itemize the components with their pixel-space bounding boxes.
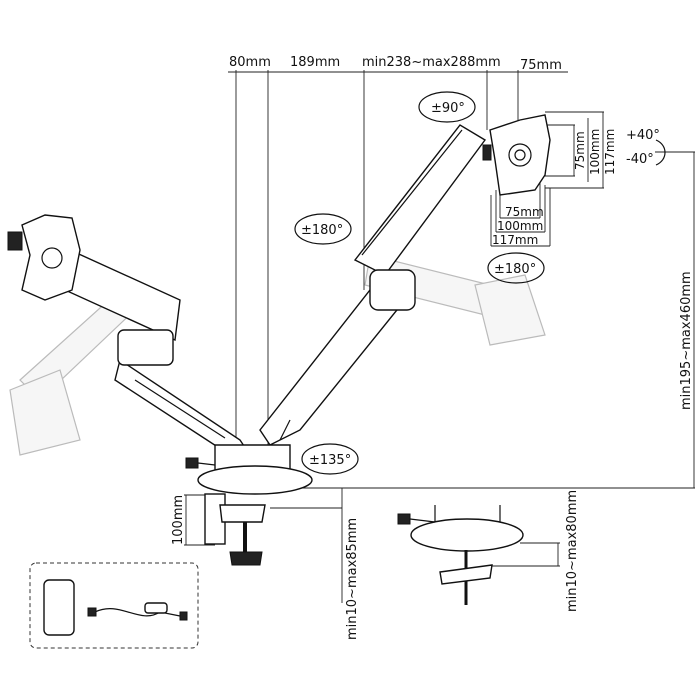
accessories-box	[29, 562, 199, 649]
grommet-desk-thickness: min10~max80mm	[565, 490, 580, 612]
rotation-base: ±135°	[309, 453, 351, 468]
dim-lower-arm: 189mm	[290, 55, 340, 70]
left-monitor-arm	[7, 214, 252, 456]
dimension-lines	[184, 70, 695, 603]
rotation-head: ±90°	[431, 101, 465, 116]
rotation-elbow-left: ±180°	[301, 223, 343, 238]
clamp-base	[185, 444, 313, 566]
vesa-v-75: 75mm	[573, 131, 587, 170]
vesa-h-100: 100mm	[497, 219, 543, 233]
grommet-base	[397, 505, 524, 605]
right-monitor-arm	[259, 114, 551, 446]
dim-vesa-offset: 75mm	[520, 58, 562, 73]
vesa-v-100: 100mm	[588, 129, 602, 175]
tilt-down: -40°	[626, 152, 654, 167]
tilt-up: +40°	[626, 128, 660, 143]
remote-control-icon	[43, 579, 75, 636]
clamp-desk-thickness: min10~max85mm	[345, 518, 360, 640]
rotation-indicators	[294, 91, 666, 475]
height-range: min195~max460mm	[679, 271, 694, 410]
vesa-v-117: 117mm	[603, 129, 617, 175]
dim-upper-arm: min238~max288mm	[362, 55, 501, 70]
clamp-height: 100mm	[171, 495, 186, 545]
vesa-h-75: 75mm	[505, 205, 544, 219]
rotation-elbow-right: ±180°	[494, 262, 536, 277]
vesa-h-117: 117mm	[492, 233, 538, 247]
dim-base-offset: 80mm	[229, 55, 271, 70]
